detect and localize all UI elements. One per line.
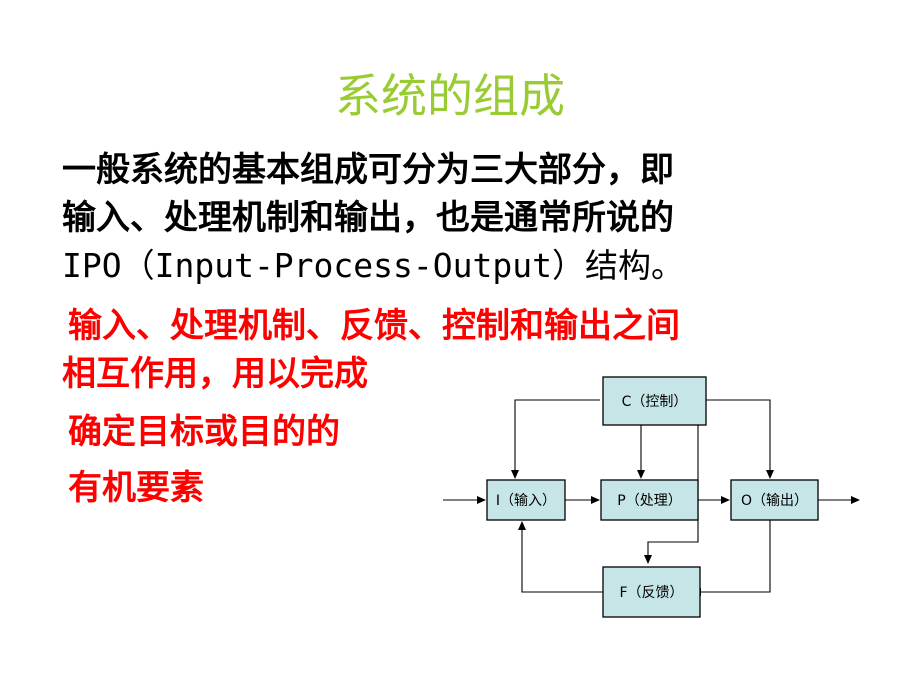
edge-control-to-input bbox=[514, 399, 600, 471]
edge-feedback-to-input bbox=[521, 529, 603, 593]
node-feedback-label: F（反馈） bbox=[619, 585, 683, 601]
node-process bbox=[600, 479, 699, 521]
paragraph1-line2: 输入、处理机制和输出，也是通常所说的 bbox=[62, 198, 674, 238]
node-output-label: O（输出） bbox=[741, 493, 808, 509]
edge-control-to-output bbox=[706, 399, 771, 471]
arrowhead-control-to-output bbox=[766, 470, 774, 479]
edge-output-to-feedback bbox=[700, 520, 771, 593]
node-control-label: C（控制） bbox=[622, 394, 688, 410]
arrowhead-control-to-input bbox=[511, 470, 519, 479]
slide-title: 系统的组成 bbox=[335, 69, 565, 123]
arrowhead-feedback-to-input bbox=[518, 521, 526, 530]
paragraph2-line1: 输入、处理机制、反馈、控制和输出之间 bbox=[68, 306, 680, 346]
arrowhead-output-to-out bbox=[851, 496, 860, 504]
arrowhead-input-to-process bbox=[591, 496, 600, 504]
node-process-label: P（处理） bbox=[617, 493, 681, 509]
node-input-label: I（输入） bbox=[496, 493, 556, 509]
paragraph2-line4: 有机要素 bbox=[68, 468, 204, 508]
arrowhead-in-to-input bbox=[477, 496, 486, 504]
node-control bbox=[602, 376, 707, 426]
paragraph1-line1: 一般系统的基本组成可分为三大部分，即 bbox=[62, 150, 674, 190]
arrowhead-control-to-feedback bbox=[644, 555, 652, 564]
arrowhead-process-to-output bbox=[721, 496, 730, 504]
paragraph2-line3: 确定目标或目的的 bbox=[68, 412, 340, 452]
node-input bbox=[486, 479, 566, 521]
paragraph1-line3: IPO（Input-Process-Output）结构。 bbox=[62, 246, 684, 285]
paragraph2-line2: 相互作用，用以完成 bbox=[62, 354, 368, 394]
arrowhead-control-to-process bbox=[637, 470, 645, 479]
node-output bbox=[730, 479, 819, 521]
node-feedback bbox=[602, 566, 701, 618]
